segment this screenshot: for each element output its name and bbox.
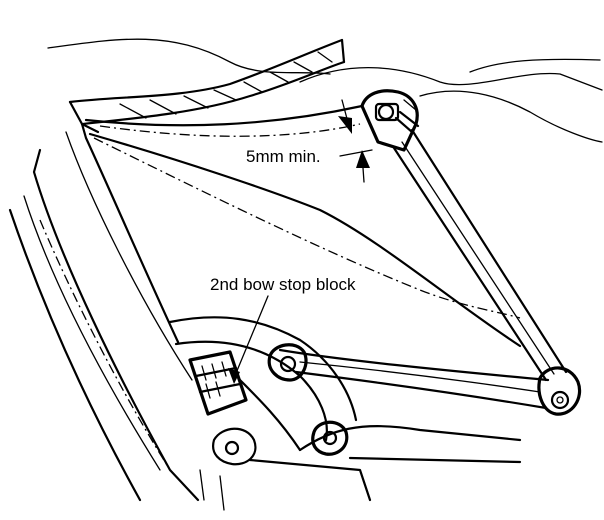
lower-right-pivot: [537, 366, 582, 416]
rear-bow-bar: [392, 128, 568, 382]
folded-strap: [68, 38, 346, 134]
upper-pivot-bracket: [360, 89, 420, 152]
lower-linkage: [168, 316, 522, 511]
stop-block: [188, 350, 248, 416]
fabric-panel: [80, 104, 522, 348]
stop-block-label: 2nd bow stop block: [210, 275, 356, 294]
gap-label: 5mm min.: [246, 147, 321, 166]
stop-block-leader-arrow: [228, 295, 269, 384]
window-frame: [8, 131, 200, 502]
horizontal-rail: [278, 348, 550, 410]
top-fabric-folds: [47, 38, 603, 143]
gap-dimension-arrows: [338, 99, 373, 183]
